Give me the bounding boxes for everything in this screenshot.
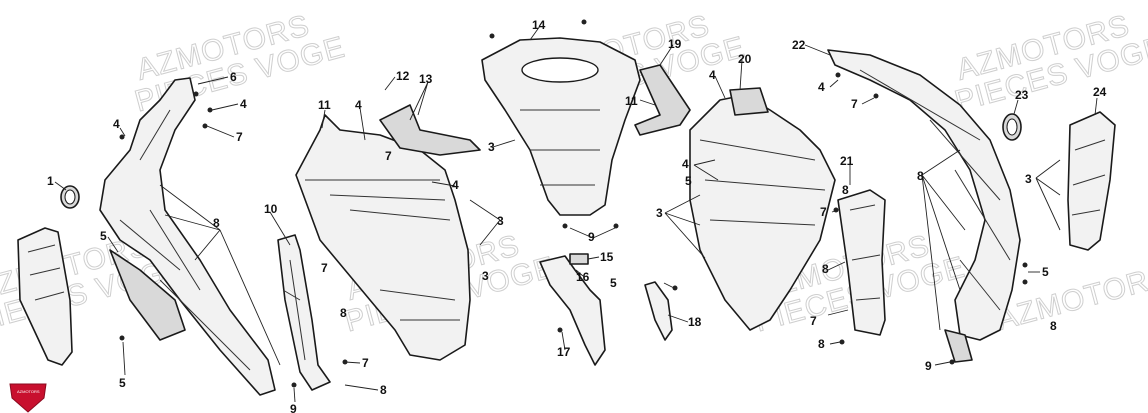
callout-7: 7 (385, 149, 392, 163)
callout-8: 8 (822, 262, 829, 276)
callout-5: 5 (685, 174, 692, 188)
callout-5: 5 (119, 376, 126, 390)
callout-5: 5 (100, 229, 107, 243)
watermark: AZMOTORS PIECES VOGE (131, 8, 349, 118)
watermark: AZMOTORS (993, 258, 1148, 337)
callout-1: 1 (47, 174, 54, 188)
callout-8: 8 (213, 216, 220, 230)
callout-7: 7 (810, 314, 817, 328)
part-12-bracket (379, 104, 481, 156)
callout-15: 15 (600, 250, 614, 264)
part-20-bracket (729, 87, 769, 116)
callout-7: 7 (236, 130, 243, 144)
watermark: AZMOTORS PIECES VOGE (951, 8, 1148, 118)
callout-13: 13 (419, 72, 433, 86)
callout-18: 18 (688, 315, 702, 329)
callout-4: 4 (240, 97, 247, 111)
callout-9: 9 (588, 230, 595, 244)
callout-4: 4 (818, 80, 825, 94)
part-2-side-cover (17, 227, 73, 366)
leader-lines (54, 25, 1098, 403)
callout-21: 21 (840, 154, 854, 168)
part-22-right-fairing-frame (827, 49, 1021, 341)
callout-5: 5 (610, 276, 617, 290)
callout-4: 4 (682, 157, 689, 171)
part-19-arm (634, 64, 691, 136)
callout-7: 7 (362, 356, 369, 370)
callout-16: 16 (576, 270, 590, 284)
callout-24: 24 (1093, 85, 1107, 99)
callout-20: 20 (738, 52, 752, 66)
part-16-bracket (539, 255, 606, 366)
callout-labels: 1 5 4 4 6 7 8 5 9 10 7 7 8 8 11 12 13 4 … (47, 18, 1107, 413)
callout-6: 6 (230, 70, 237, 84)
callout-3: 3 (656, 206, 663, 220)
callout-17: 17 (557, 345, 571, 359)
svg-text:AZMOTORS: AZMOTORS (17, 389, 40, 394)
callout-8: 8 (818, 337, 825, 351)
callout-8: 8 (842, 183, 849, 197)
callout-22: 22 (792, 38, 806, 52)
part-11-left-inner-panel (295, 114, 471, 361)
part-10-left-duct (277, 234, 331, 391)
callout-11: 11 (625, 94, 638, 108)
callout-7: 7 (820, 205, 827, 219)
fasteners (119, 19, 1028, 388)
callout-14: 14 (532, 18, 546, 32)
part-24-side-cover (1067, 111, 1116, 251)
callout-8: 8 (340, 306, 347, 320)
callout-19: 19 (668, 37, 682, 51)
callout-9: 9 (290, 402, 297, 413)
callout-5: 5 (1042, 265, 1049, 279)
part-15-clip (569, 253, 589, 265)
callout-8: 8 (917, 169, 924, 183)
callout-8: 8 (380, 383, 387, 397)
callout-4: 4 (452, 178, 459, 192)
callout-4: 4 (113, 117, 120, 131)
callout-8: 8 (1050, 319, 1057, 333)
callout-9: 9 (925, 359, 932, 373)
part-22-lower-mount (944, 329, 973, 363)
callout-3: 3 (482, 269, 489, 283)
callout-3: 3 (497, 214, 504, 228)
part-18-bracket (644, 281, 673, 341)
part-14-center-cover (481, 37, 641, 216)
callout-7: 7 (851, 97, 858, 111)
part-6-left-fairing-lower (109, 249, 186, 341)
callout-4: 4 (355, 98, 362, 112)
callout-12: 12 (396, 69, 410, 83)
callout-23: 23 (1015, 88, 1029, 102)
svg-text:AZMOTORS: AZMOTORS (993, 259, 1148, 337)
callout-3: 3 (488, 140, 495, 154)
callout-11: 11 (318, 98, 331, 112)
part-6-left-fairing-frame (99, 77, 276, 396)
callout-4: 4 (709, 68, 716, 82)
callout-3: 3 (1025, 172, 1032, 186)
callout-7: 7 (321, 261, 328, 275)
azmotors-logo: AZMOTORS (9, 383, 47, 413)
callout-10: 10 (264, 202, 278, 216)
